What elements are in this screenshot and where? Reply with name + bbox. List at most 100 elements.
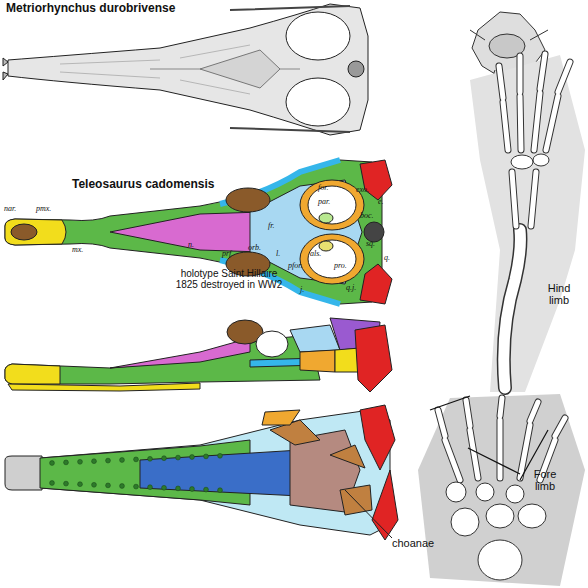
tooth-socket: [148, 456, 153, 461]
bone-label: pro.: [334, 262, 347, 271]
bone-label: nar.: [4, 205, 16, 214]
tooth-socket: [64, 481, 69, 486]
teleosaurus-skull-lateral: [300, 350, 335, 372]
tooth-socket: [134, 484, 139, 489]
fore-limb: [438, 398, 565, 480]
metriorhynchus-skull: [3, 58, 8, 80]
bone-label: fr.: [268, 222, 274, 231]
teleosaurus-skull-dorsal: [360, 264, 392, 304]
tooth-socket: [190, 455, 195, 460]
bone-label: q.: [384, 254, 390, 263]
hind-limb: [470, 54, 585, 392]
bone-label: mx.: [72, 246, 83, 255]
tooth-socket: [64, 460, 69, 465]
tooth-socket: [176, 455, 181, 460]
metriorhynchus-skull: [230, 6, 350, 132]
fore-limb: [430, 396, 548, 480]
limb-label: Hind limb: [538, 282, 580, 306]
hind-limb: [533, 154, 549, 166]
fore-limb: [486, 504, 514, 528]
tooth-socket: [204, 454, 209, 459]
teleosaurus-skull-dorsal: [364, 222, 384, 242]
bone-label: prf.: [222, 250, 233, 259]
fore-limb: [451, 508, 479, 536]
teleosaurus-skull-lateral: [8, 383, 200, 391]
teleosaurus-skull-lateral: [110, 338, 250, 368]
teleosaurus-skull-palatal: [340, 485, 372, 515]
fore-limb: [446, 482, 546, 580]
teleosaurus-skull-dorsal: [226, 188, 270, 212]
teleosaurus-skull-palatal: [140, 450, 300, 496]
fore-limb: [438, 398, 565, 480]
metriorhynchus-skull: [8, 4, 368, 135]
fore-limb: [518, 504, 546, 528]
metriorhynchus-skull: [286, 78, 350, 126]
teleosaurus-skull-lateral: [5, 364, 60, 384]
bone-label: orb.: [248, 244, 261, 253]
hind-limb: [499, 54, 570, 226]
teleosaurus-skull-lateral: [5, 318, 392, 392]
teleosaurus-skull-dorsal: [308, 240, 356, 278]
bone-label: n.: [188, 241, 194, 250]
teleosaurus-skull-lateral: [290, 325, 340, 352]
teleosaurus-skull-dorsal: [5, 160, 382, 304]
hind-limb: [511, 155, 533, 169]
teleosaurus-skull-palatal: [372, 470, 398, 540]
teleosaurus-skull-dorsal: [5, 219, 66, 245]
fore-limb: [476, 483, 494, 501]
tooth-socket: [78, 482, 83, 487]
teleosaurus-skull-dorsal: [319, 213, 333, 223]
tooth-socket: [176, 486, 181, 491]
teleosaurus-skull-palatal: [330, 445, 365, 468]
teleosaurus-skull-palatal: [5, 456, 42, 490]
leader-line: [345, 490, 392, 538]
tooth-socket: [50, 453, 223, 492]
teleosaurus-skull-dorsal: [11, 224, 37, 240]
teleosaurus-skull-palatal: [5, 405, 398, 540]
teleosaurus-skull-palatal: [40, 410, 390, 535]
fore-limb: [446, 482, 466, 502]
bone-label: for.: [318, 184, 328, 193]
metriorhynchus-skull: [286, 12, 350, 60]
hind-limb: [504, 230, 521, 388]
tooth-socket: [190, 487, 195, 492]
tooth-socket: [218, 488, 223, 493]
bone-label: e.: [378, 198, 384, 207]
tooth-socket: [120, 458, 125, 463]
tooth-socket: [162, 456, 167, 461]
tooth-socket: [134, 457, 139, 462]
bone-label: l.: [276, 250, 280, 259]
bone-label: q.j.: [346, 284, 356, 293]
bone-label: sq.: [366, 240, 375, 249]
tooth-socket: [148, 485, 153, 490]
teleosaurus-skull-dorsal: [300, 180, 364, 230]
fore-limb: [478, 540, 522, 580]
tooth-socket: [120, 484, 125, 489]
fore-limb: [418, 394, 585, 586]
tooth-socket: [92, 459, 97, 464]
fore-limb: [438, 398, 565, 480]
bone-label: j.: [300, 286, 304, 295]
fore-limb: [418, 394, 585, 586]
hind-limb: [499, 54, 570, 226]
teleosaurus-skull-palatal: [262, 410, 300, 425]
specimen-note: holotype Saint Hillaire 1825 destroyed i…: [170, 268, 288, 290]
hind-limb: [470, 55, 585, 392]
teleosaurus-skull-palatal: [360, 405, 395, 470]
tooth-socket: [50, 481, 55, 486]
hind-limb: [504, 230, 521, 388]
teleosaurus-skull-dorsal: [308, 186, 356, 224]
tooth-socket: [92, 482, 97, 487]
tooth-socket: [106, 458, 111, 463]
teleosaurus-skull-dorsal: [110, 212, 262, 252]
callout-label: choanae: [392, 537, 434, 549]
bone-label: exo.: [356, 186, 369, 195]
species-title: Teleosaurus cadomensis: [72, 178, 215, 191]
bone-label: als.: [310, 250, 321, 259]
metriorhynchus-skull: [3, 4, 368, 135]
limb-label: Fore limb: [524, 468, 566, 492]
bone-label: boc.: [360, 212, 374, 221]
teleosaurus-skull-lateral: [355, 325, 392, 392]
